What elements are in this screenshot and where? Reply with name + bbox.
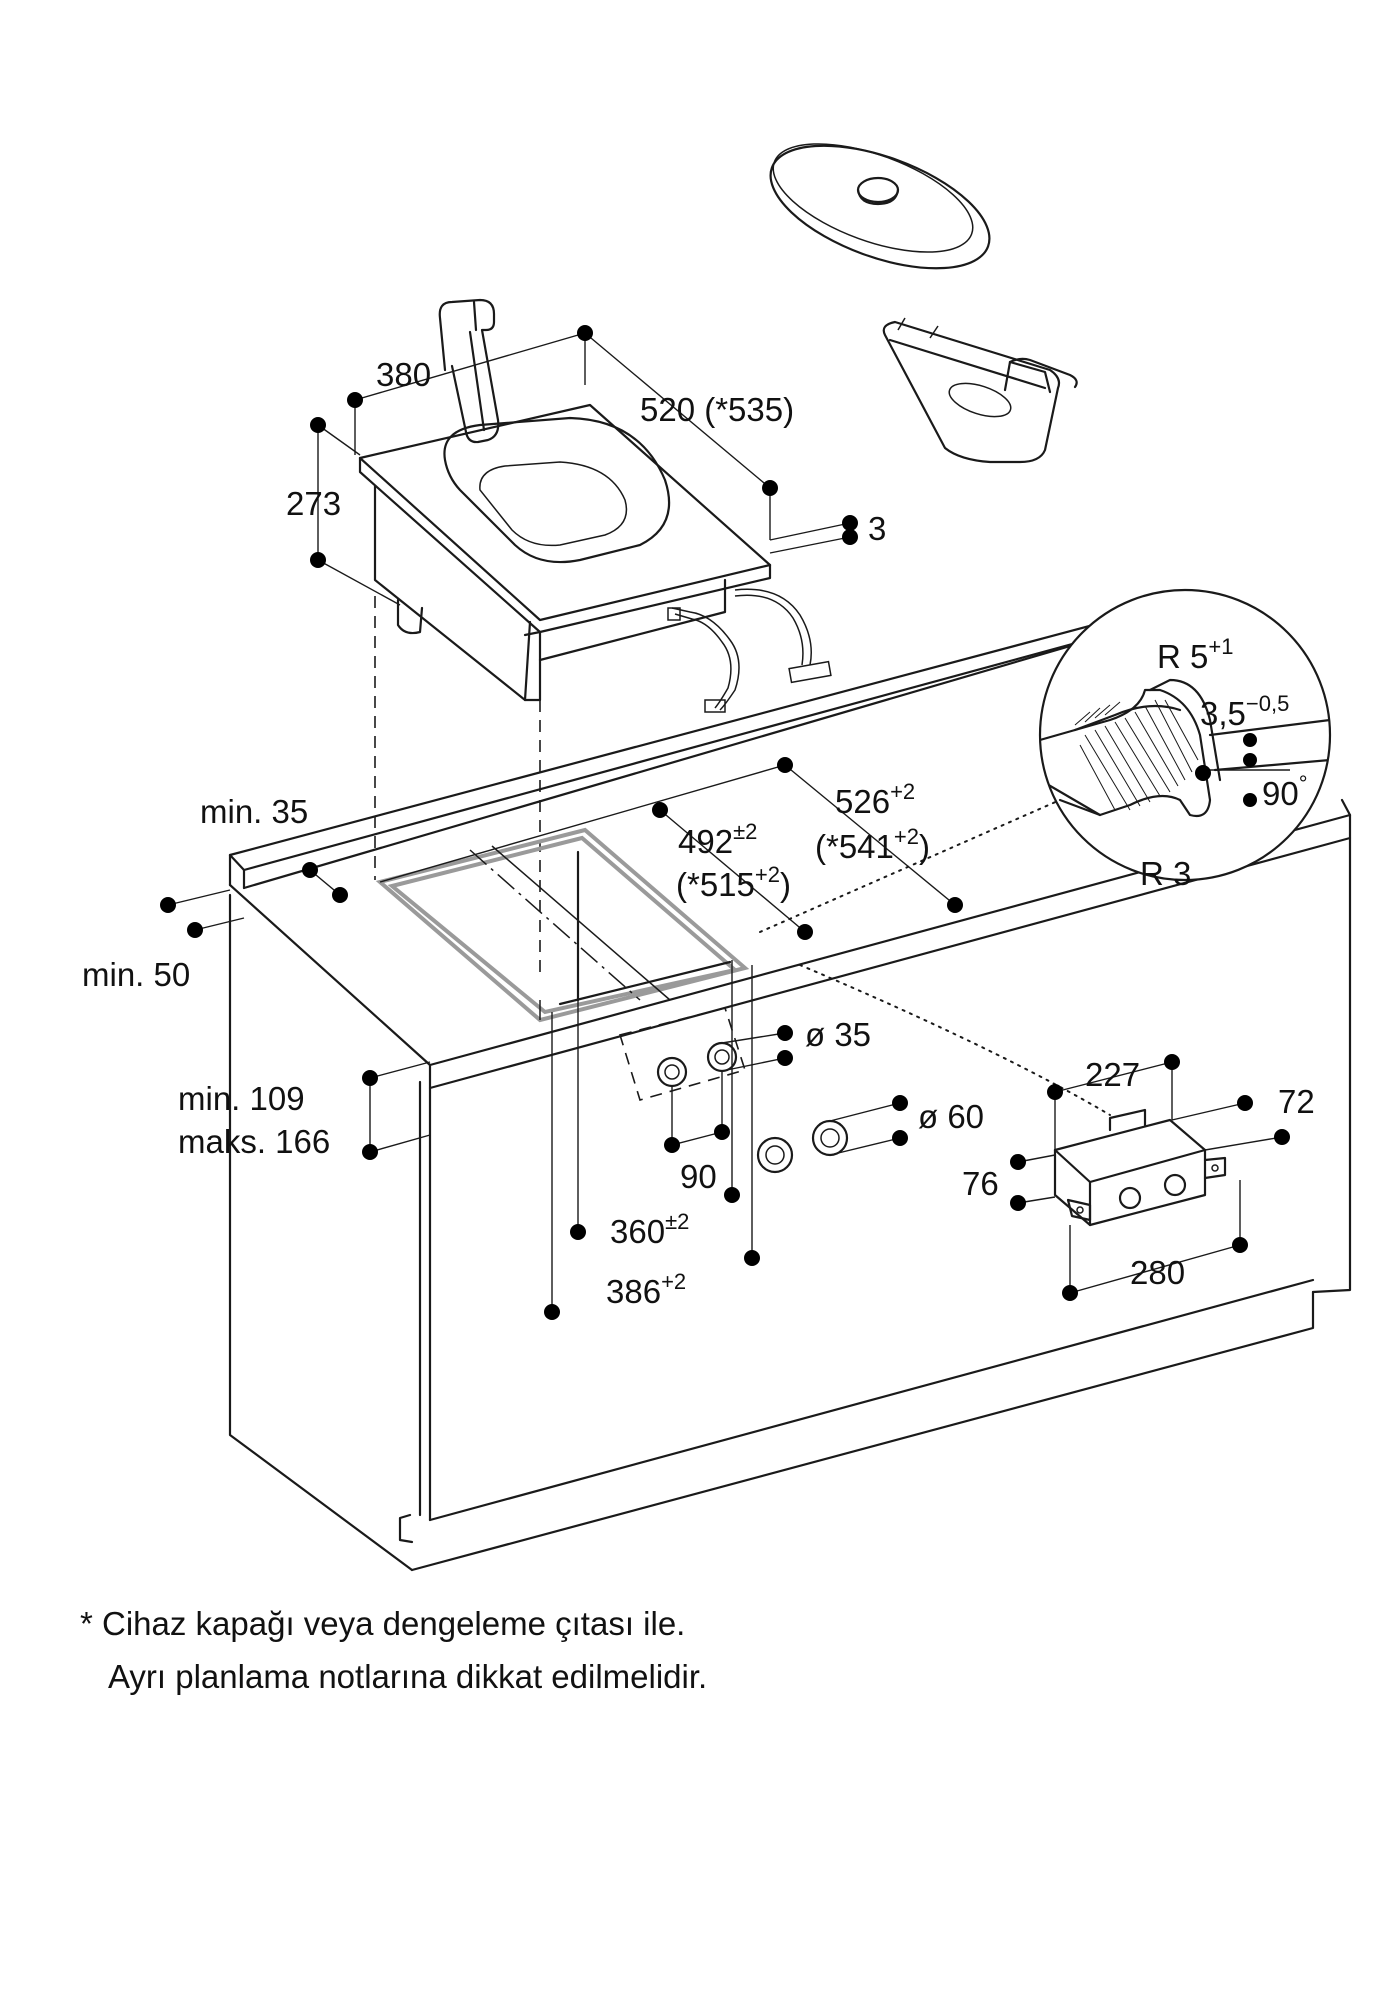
dim-maks-166: maks. 166 xyxy=(178,1123,331,1160)
dim-min-50: min. 50 xyxy=(82,956,191,993)
dim-90: 90 xyxy=(680,1158,717,1195)
dim-492: 492±2 xyxy=(678,819,758,860)
dim-360: 360±2 xyxy=(610,1209,690,1250)
dim-3-5: 3,5−0,5 xyxy=(1200,691,1290,732)
footnote-line-2: Ayrı planlama notlarına dikkat edilmelid… xyxy=(108,1658,708,1695)
footnote-line-1: * Cihaz kapağı veya dengeleme çıtası ile… xyxy=(80,1605,686,1642)
dim-dia-35: ø 35 xyxy=(805,1016,872,1053)
dim-526: 526+2 xyxy=(835,779,916,820)
dim-380: 380 xyxy=(376,356,432,393)
fryer-lid xyxy=(769,143,991,270)
dim-386: 386+2 xyxy=(606,1269,687,1310)
dim-541: (*541+2) xyxy=(815,824,930,865)
fryer-basket xyxy=(882,317,1078,464)
dim-angle-90: 90° xyxy=(1262,771,1308,812)
dimension-lines xyxy=(167,332,1283,1312)
dim-r5: R 5+1 xyxy=(1157,634,1234,675)
dim-76: 76 xyxy=(962,1165,999,1202)
dim-273: 273 xyxy=(286,485,342,522)
control-box xyxy=(1053,1108,1227,1227)
dim-3: 3 xyxy=(868,510,887,547)
dim-min-35: min. 35 xyxy=(200,793,309,830)
dim-280: 280 xyxy=(1130,1254,1186,1291)
dim-dia-60: ø 60 xyxy=(918,1098,985,1135)
dim-227: 227 xyxy=(1085,1056,1141,1093)
dim-515: (*515+2) xyxy=(676,862,791,903)
edge-detail xyxy=(1038,588,1332,882)
dimension-points xyxy=(160,325,1290,1320)
dim-r3: R 3 xyxy=(1140,855,1192,892)
dim-72: 72 xyxy=(1278,1083,1315,1120)
dim-520: 520 (*535) xyxy=(640,391,795,428)
fryer-unit xyxy=(358,298,832,713)
dim-min-109: min. 109 xyxy=(178,1080,305,1117)
